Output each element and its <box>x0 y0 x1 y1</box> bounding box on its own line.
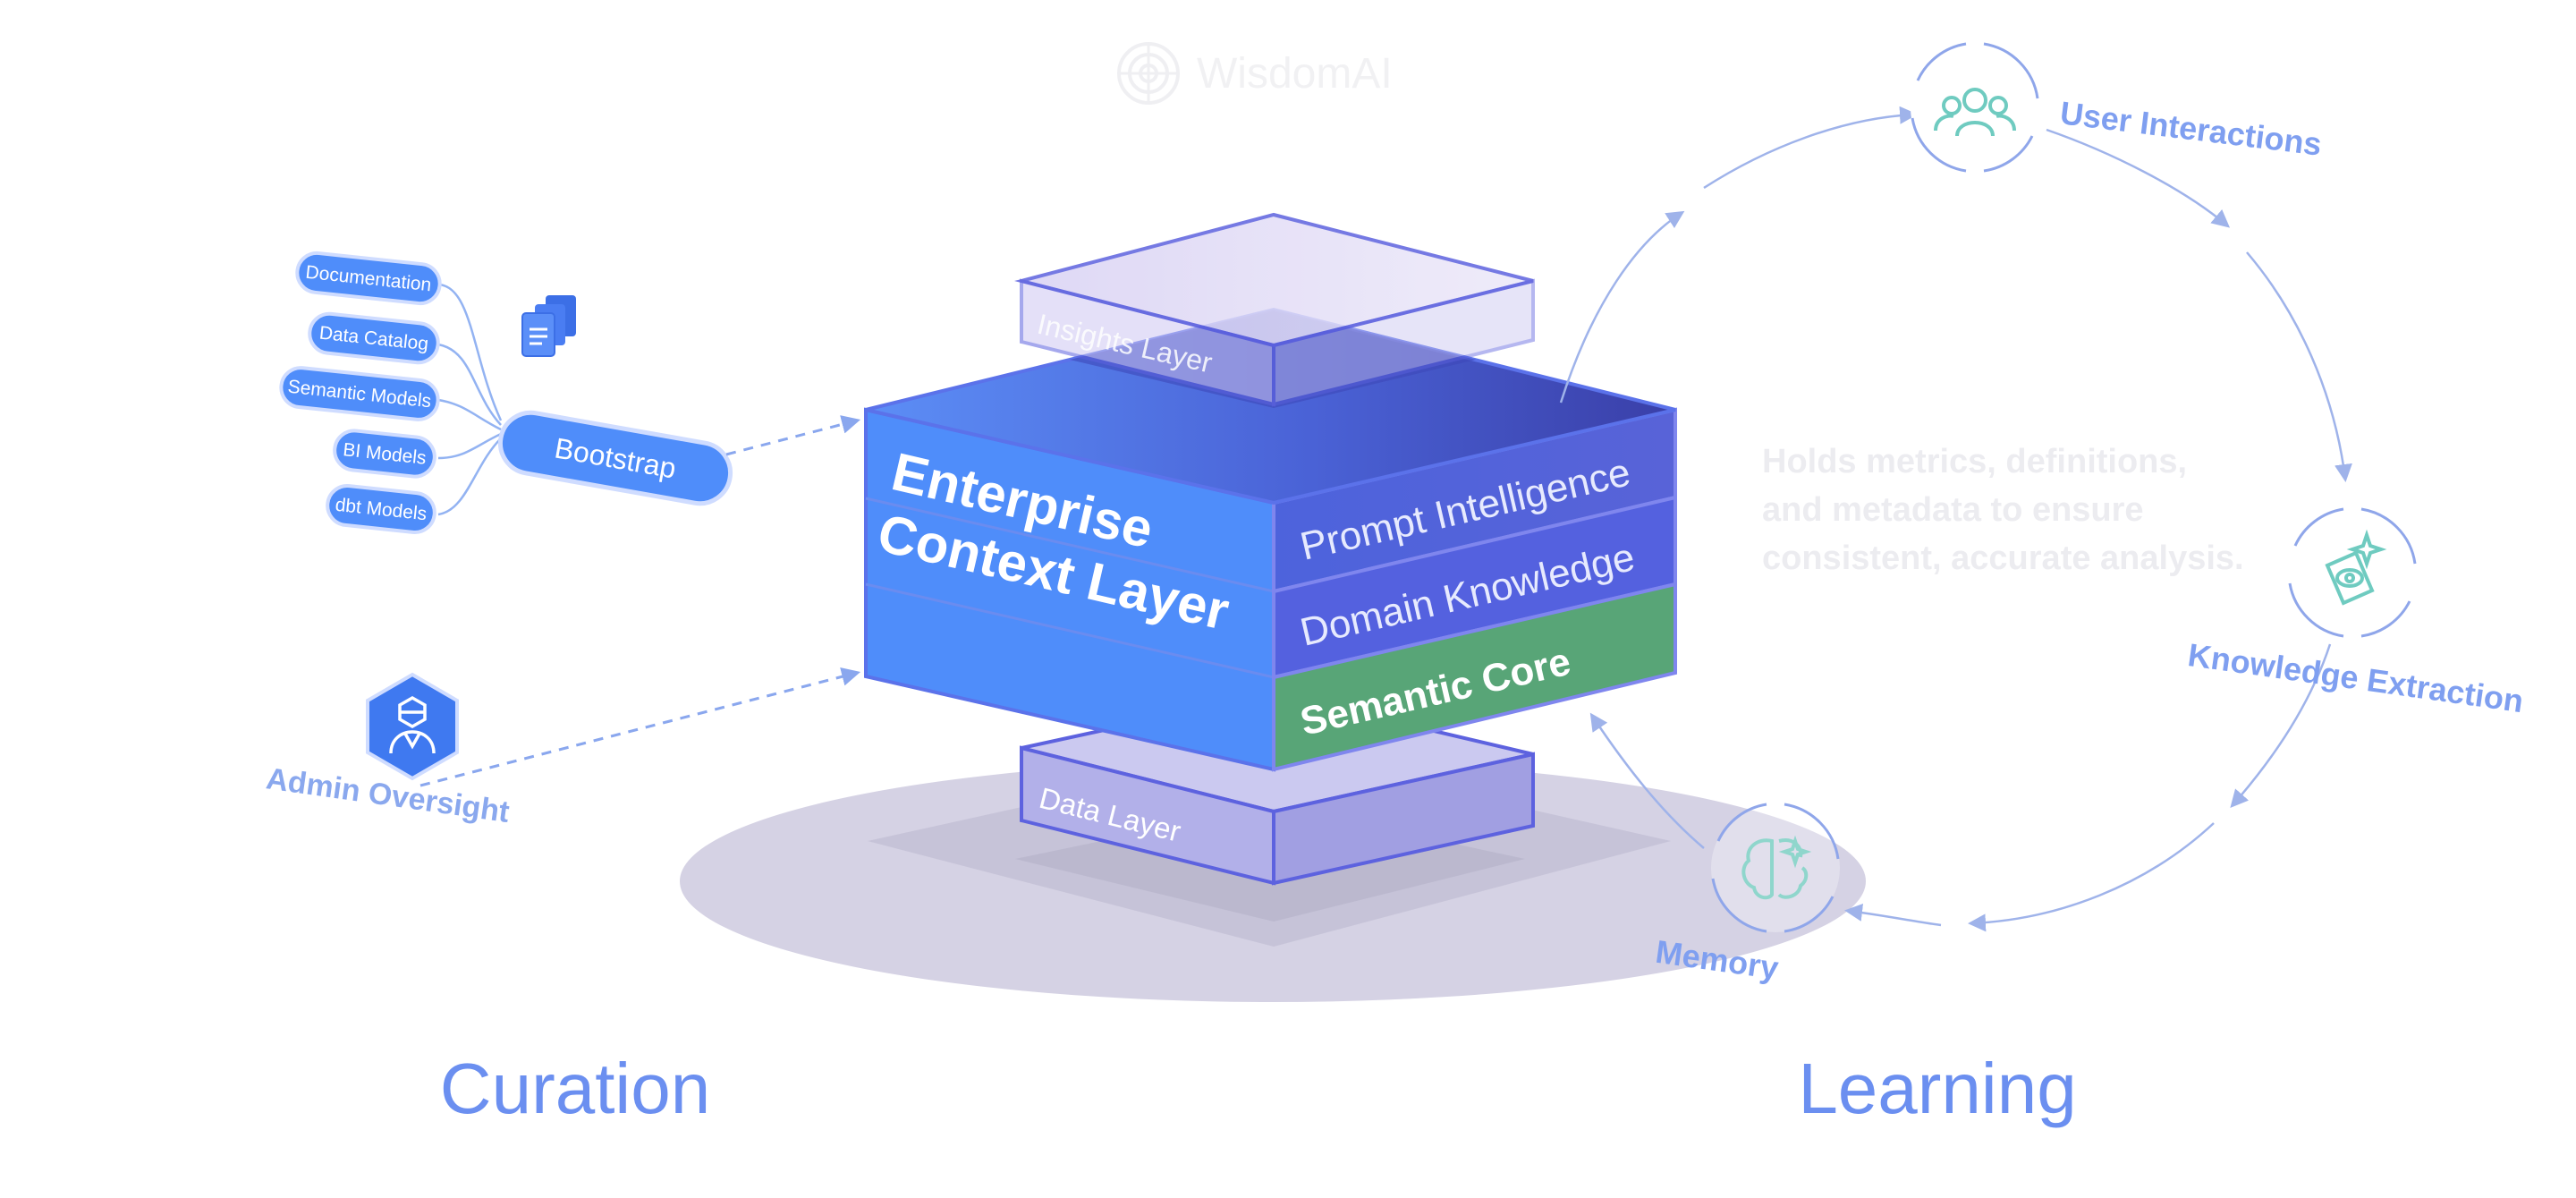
description-line: Holds metrics, definitions, <box>1762 443 2187 480</box>
memory-node[interactable] <box>1711 803 1840 933</box>
knowledge-extraction-node[interactable] <box>2288 507 2417 638</box>
brand-name: WisdomAI <box>1197 50 1393 98</box>
source-item[interactable]: Data Catalog <box>308 311 440 365</box>
user-interactions-label: User Interactions <box>2058 94 2324 163</box>
brand-logo: WisdomAI <box>1117 42 1393 105</box>
section-title-learning: Learning <box>1798 1049 2076 1128</box>
learning-cycle-arrows <box>1559 106 2352 932</box>
source-item[interactable]: BI Models <box>333 429 436 479</box>
knowledge-extraction-label: Knowledge Extraction <box>2186 636 2526 719</box>
source-connectors <box>437 283 503 516</box>
documents-icon <box>521 295 576 357</box>
section-title-curation: Curation <box>440 1049 710 1128</box>
description-line: consistent, accurate analysis. <box>1762 540 2244 577</box>
insights-layer-slab: Insights Layer <box>1014 212 1535 407</box>
admin-oversight-node[interactable] <box>366 672 459 781</box>
description-line: and metadata to ensure <box>1762 491 2144 529</box>
users-icon <box>1934 88 2016 137</box>
bootstrap-node[interactable]: Bootstrap <box>496 408 735 508</box>
source-list: Documentation Data Catalog Semantic Mode… <box>279 251 442 534</box>
admin-arrow <box>419 667 861 787</box>
admin-user-icon <box>389 695 436 754</box>
source-item[interactable]: Semantic Models <box>279 366 440 421</box>
source-item[interactable]: dbt Models <box>326 484 436 534</box>
semantic-core-band <box>1272 582 1677 772</box>
bootstrap-arrow <box>725 415 861 456</box>
eye-sparkle-icon <box>2325 529 2387 606</box>
source-item[interactable]: Documentation <box>295 251 442 306</box>
user-interactions-node[interactable] <box>1911 42 2039 173</box>
context-block <box>864 307 1677 772</box>
description: Holds metrics, definitions, and metadata… <box>1762 443 2244 577</box>
wisdomai-logo-icon <box>1117 42 1180 105</box>
brain-sparkle-icon <box>1741 835 1812 900</box>
